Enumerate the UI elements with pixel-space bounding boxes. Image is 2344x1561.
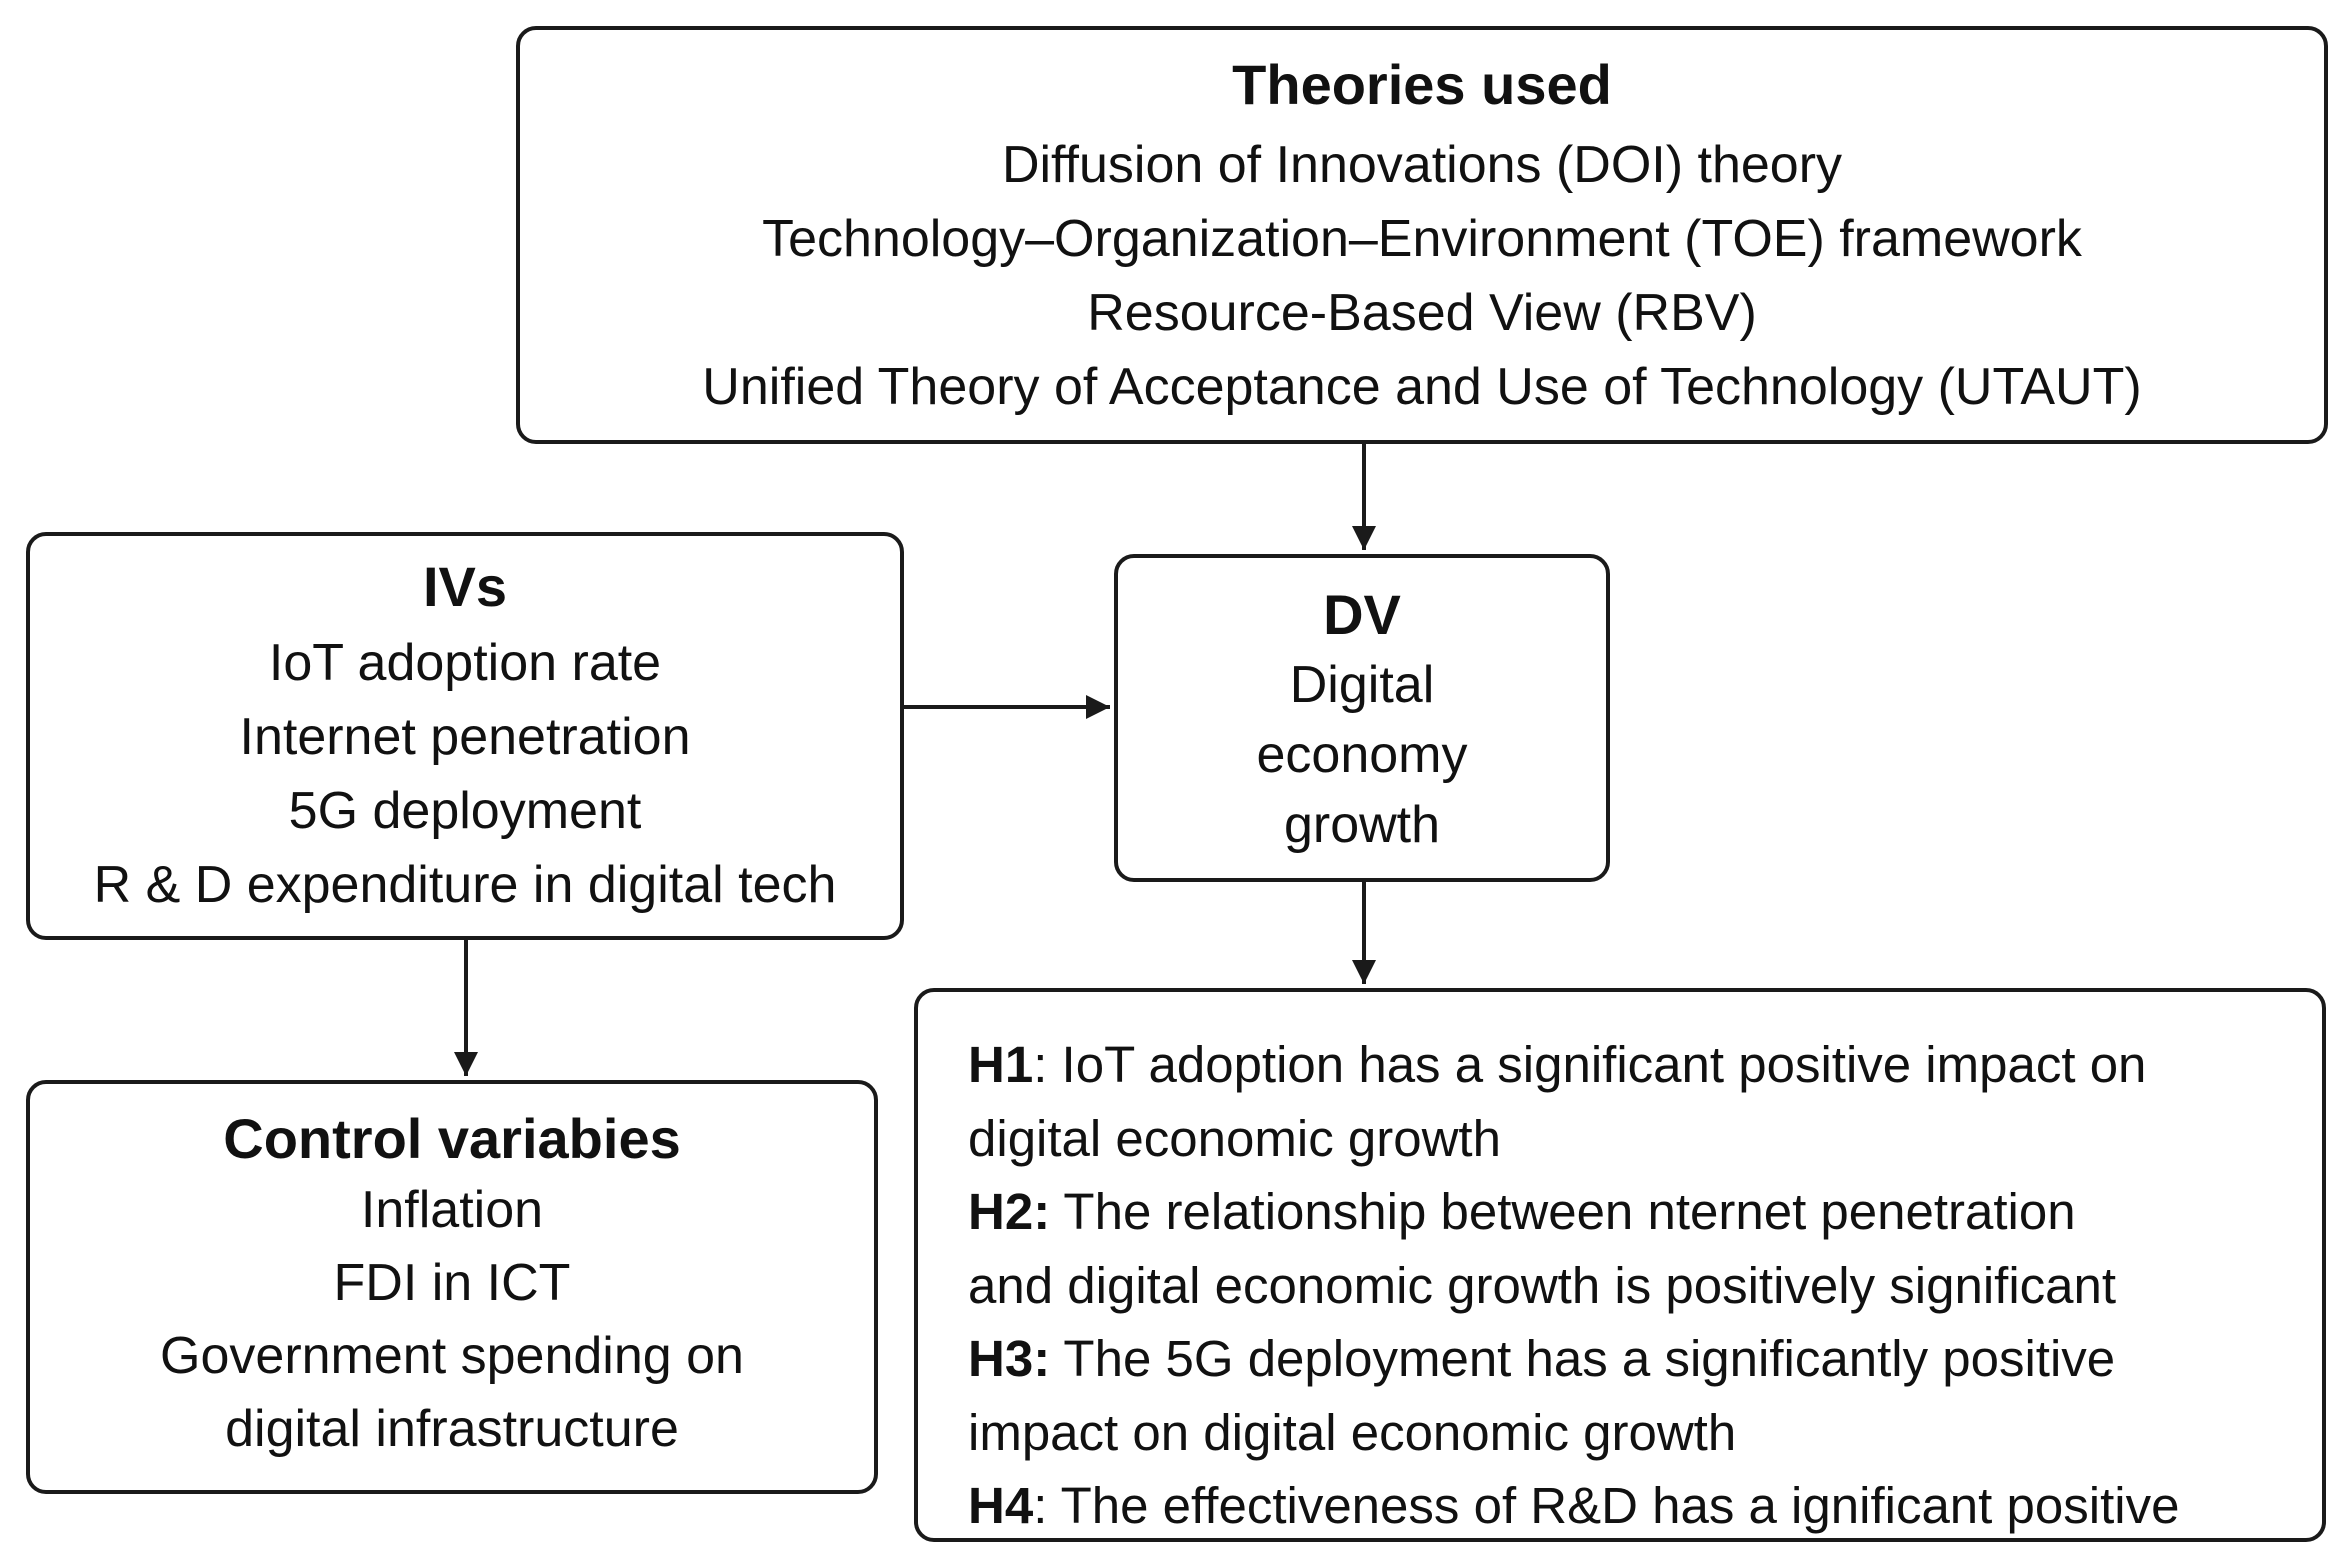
- hypothesis-text: The 5G deployment has a significantly po…: [1050, 1330, 2116, 1387]
- theory-item-doi: Diffusion of Innovations (DOI) theory: [1001, 136, 1843, 194]
- theory-item-rbv: Resource-Based View (RBV): [1087, 284, 1757, 342]
- theory-item-utaut: Unified Theory of Acceptance and Use of …: [702, 358, 2142, 416]
- dv-line: Digital: [1289, 656, 1435, 714]
- iv-item-internet: Internet penetration: [239, 708, 691, 766]
- hypothesis-label: H2: [968, 1183, 1034, 1240]
- theories-title: Theories used: [1232, 53, 1612, 116]
- hypothesis-separator: :: [1033, 1330, 1051, 1387]
- theory-item-toe: Technology–Organization–Environment (TOE…: [762, 210, 2082, 268]
- theories-box: Theories used Diffusion of Innovations (…: [516, 26, 2328, 444]
- dv-title: DV: [1323, 583, 1401, 646]
- control-item-gov-spending: Government spending on: [160, 1327, 744, 1385]
- hypothesis-label: H1: [968, 1036, 1034, 1093]
- ivs-title: IVs: [422, 555, 508, 618]
- hypothesis-label: H3: [968, 1330, 1034, 1387]
- hypothesis-line: H3: The 5G deployment has a significantl…: [968, 1322, 2322, 1396]
- hypothesis-text: The relationship between nternet penetra…: [1050, 1183, 2076, 1240]
- hypothesis-label: H4: [968, 1477, 1034, 1534]
- hypothesis-text: impact on digital economic growth: [968, 1403, 1737, 1461]
- hypothesis-line: digital economic growth: [968, 1102, 2322, 1176]
- dv-line: economy: [1256, 726, 1468, 784]
- dv-box: DV Digital economy growth: [1114, 554, 1610, 882]
- iv-item-rnd: R & D expenditure in digital tech: [93, 856, 837, 914]
- iv-item-iot: IoT adoption rate: [268, 634, 662, 692]
- hypothesis-line: impact on digital economic growth: [968, 1396, 2322, 1470]
- control-item-fdi: FDI in ICT: [333, 1254, 571, 1312]
- hypothesis-text: The effectiveness of R&D has a ignifican…: [1047, 1477, 2180, 1534]
- hypothesis-text: digital economic growth: [968, 1109, 1501, 1167]
- hypotheses-box: H1: IoT adoption has a significant posit…: [914, 988, 2326, 1542]
- control-variables-box: Control variabies Inflation FDI in ICT G…: [26, 1080, 878, 1494]
- hypothesis-line: H1: IoT adoption has a significant posit…: [968, 1028, 2322, 1102]
- hypothesis-text: IoT adoption has a significant positive …: [1047, 1036, 2147, 1093]
- hypothesis-line: H2: The relationship between nternet pen…: [968, 1175, 2322, 1249]
- hypothesis-separator: :: [1033, 1036, 1048, 1093]
- hypothesis-line: H4: The effectiveness of R&D has a ignif…: [968, 1469, 2322, 1543]
- control-item-inflation: Inflation: [360, 1181, 544, 1239]
- hypothesis-text: and digital economic growth is positivel…: [968, 1256, 2117, 1314]
- hypothesis-line: and digital economic growth is positivel…: [968, 1249, 2322, 1323]
- ivs-box: IVs IoT adoption rate Internet penetrati…: [26, 532, 904, 940]
- iv-item-5g: 5G deployment: [288, 782, 642, 840]
- hypothesis-separator: :: [1033, 1477, 1048, 1534]
- control-item-gov-spending-cont: digital infrastructure: [225, 1400, 679, 1458]
- hypothesis-separator: :: [1033, 1183, 1051, 1240]
- dv-line: growth: [1283, 796, 1441, 854]
- control-variables-title: Control variabies: [223, 1107, 681, 1170]
